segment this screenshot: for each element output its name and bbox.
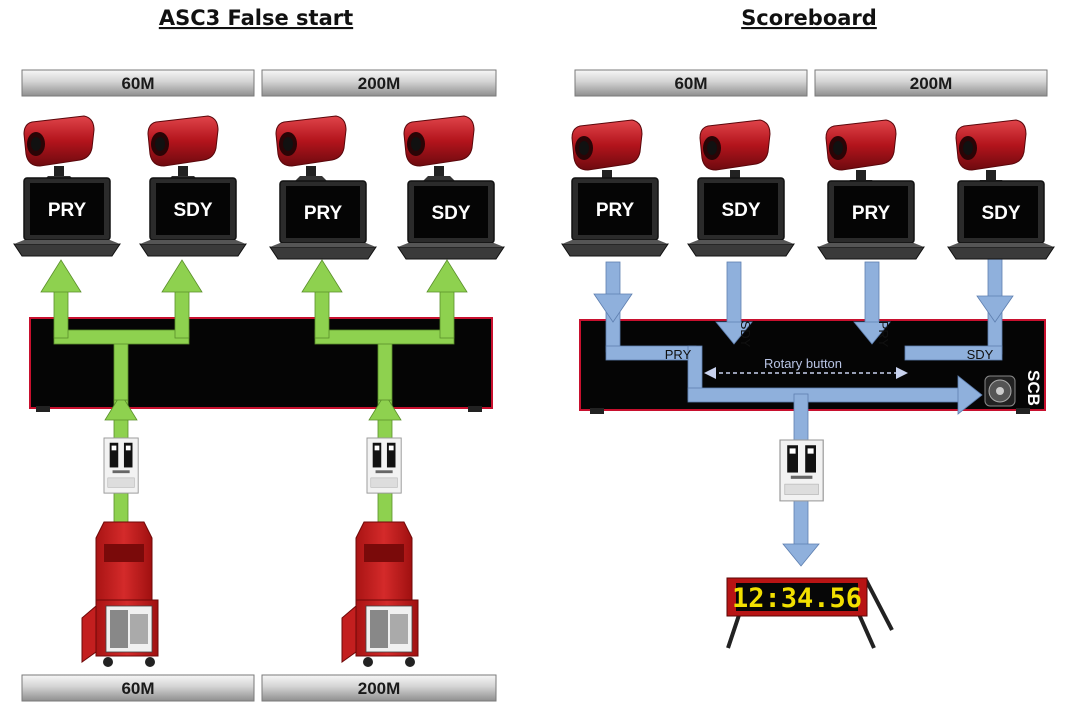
left-top-200m-label: 200M — [358, 74, 401, 93]
green-fork-60m-branch-0 — [53, 289, 69, 339]
blue-sdy200-head — [976, 295, 1014, 323]
left-panel-title: ASC3 False start — [159, 6, 353, 30]
blue-to-clock-head — [782, 543, 820, 567]
green-fork-60m-stem-upper — [113, 337, 129, 401]
rotary-button-label: Rotary button — [764, 356, 842, 371]
left-laptop-label-2: PRY — [304, 203, 343, 224]
green-fork-200m-branch-head-0 — [301, 259, 343, 293]
left-top-60m-bar — [21, 69, 255, 97]
speaker-icon — [984, 375, 1016, 407]
left-camera-icon-3 — [403, 115, 475, 191]
label-pry-horizontal: PRY — [665, 347, 692, 362]
left-top-200m-bar — [261, 69, 497, 97]
left-bottom-200m-label: 200M — [358, 679, 401, 698]
left-start-cabinet-icon-0 — [81, 521, 159, 668]
label-sdy-vertical: SDY — [738, 321, 753, 348]
blue-sdy60-vertical — [726, 261, 742, 325]
green-fork-200m-stem-head — [368, 393, 402, 421]
left-interface-unit-icon-1 — [366, 437, 402, 494]
right-panel-title: Scoreboard — [741, 6, 877, 30]
right-interface-unit-icon — [779, 439, 824, 502]
label-sdy-horizontal: SDY — [967, 347, 994, 362]
right-laptop-label-1: SDY — [721, 200, 760, 221]
left-camera-icon-2 — [275, 115, 347, 191]
blue-pry200-vertical — [864, 261, 880, 325]
green-fork-60m-branch-head-1 — [161, 259, 203, 293]
blue-trunk-head — [957, 375, 983, 415]
blue-sdy200-horizontal — [904, 345, 1003, 361]
green-fork-200m-branch-1 — [439, 289, 455, 339]
green-fork-60m-stem-head — [104, 393, 138, 421]
left-laptop-label-3: SDY — [431, 203, 470, 224]
scoreboard-clock — [726, 577, 894, 649]
right-top-60m-bar — [574, 69, 808, 97]
right-top-60m-label: 60M — [674, 74, 707, 93]
green-fork-60m-branch-head-0 — [40, 259, 82, 293]
left-bottom-60m-bar — [21, 674, 255, 702]
left-start-cabinet-icon-1 — [341, 521, 419, 668]
green-fork-200m-stem-upper — [377, 337, 393, 401]
blue-pry200-vertical-head — [853, 321, 891, 345]
right-top-200m-bar — [814, 69, 1048, 97]
clock-display: 12:34.56 — [732, 583, 862, 614]
green-fork-60m-branch-1 — [174, 289, 190, 339]
green-fork-200m-branch-head-1 — [426, 259, 468, 293]
right-laptop-label-2: PRY — [852, 203, 891, 224]
label-pry-vertical: PRY — [876, 321, 891, 348]
left-bottom-60m-label: 60M — [121, 679, 154, 698]
green-fork-60m-crossbar — [53, 329, 190, 345]
rotary-right-head — [896, 367, 908, 379]
blue-pry60-head — [593, 293, 633, 323]
left-top-60m-label: 60M — [121, 74, 154, 93]
left-interface-unit-icon-0 — [103, 437, 139, 494]
blue-sdy60-vertical-head — [715, 321, 753, 345]
blue-trunk — [687, 387, 964, 403]
left-laptop-label-1: SDY — [173, 200, 212, 221]
right-top-200m-label: 200M — [910, 74, 953, 93]
green-fork-200m-crossbar — [314, 329, 455, 345]
right-laptop-label-3: SDY — [981, 203, 1020, 224]
rotary-left-head — [704, 367, 716, 379]
left-laptop-label-0: PRY — [48, 200, 87, 221]
scb-label: SCB — [1024, 370, 1043, 406]
right-laptop-label-0: PRY — [596, 200, 635, 221]
green-fork-200m-branch-0 — [314, 289, 330, 339]
left-bottom-200m-bar — [261, 674, 497, 702]
